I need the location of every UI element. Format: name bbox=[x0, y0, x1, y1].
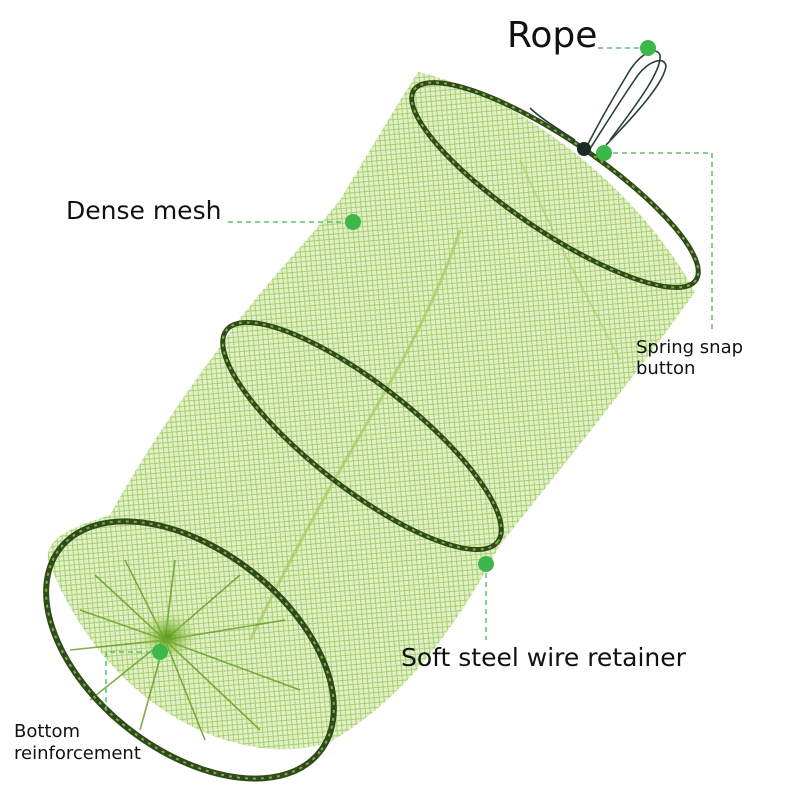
rope-label: Rope bbox=[507, 15, 598, 56]
bottom-reinforcement-label: Bottom reinforcement bbox=[14, 721, 141, 765]
soft-steel-wire-retainer-label: Soft steel wire retainer bbox=[401, 643, 686, 672]
steel-wire-marker bbox=[478, 556, 494, 572]
net-body bbox=[47, 72, 695, 750]
dense-mesh-label: Dense mesh bbox=[66, 196, 222, 225]
spring-snap-label-line2: button bbox=[636, 358, 696, 379]
bottom-reinforcement-label-line2: reinforcement bbox=[14, 743, 141, 764]
leader-snap bbox=[604, 152, 713, 332]
leader-bottom bbox=[105, 651, 160, 712]
spring-snap-marker bbox=[596, 145, 612, 161]
rope-marker bbox=[640, 40, 656, 56]
spring-snap-button-label: Spring snap button bbox=[636, 337, 743, 379]
bottom-reinforcement-label-line1: Bottom bbox=[14, 721, 81, 742]
spring-snap-button-part bbox=[577, 142, 591, 156]
dense-mesh-marker bbox=[345, 214, 361, 230]
bottom-reinforcement-marker bbox=[152, 644, 168, 660]
spring-snap-label-line1: Spring snap bbox=[636, 337, 744, 358]
